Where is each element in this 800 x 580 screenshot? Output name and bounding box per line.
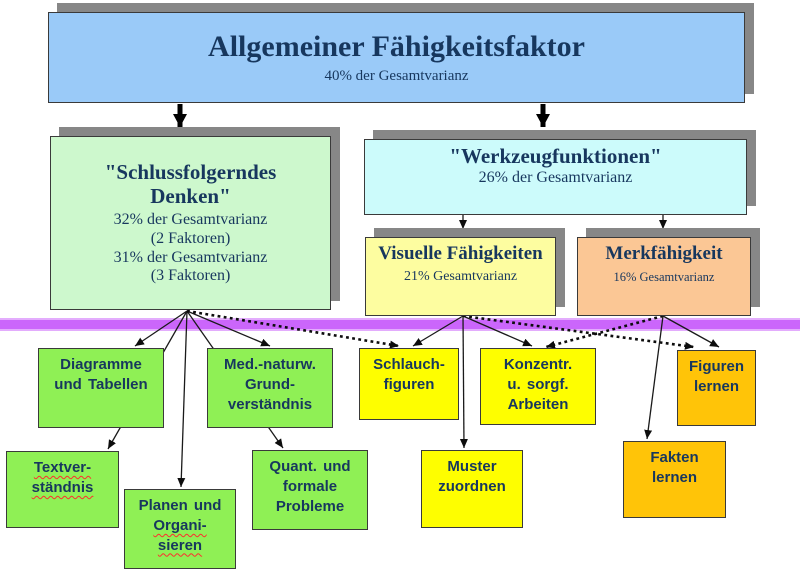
node-general-ability-factor: Allgemeiner Fähigkeitsfaktor 40% der Ges… [48,12,745,103]
node-muster-zuordnen: Muster zuordnen [421,450,523,528]
leaf-label-line: figuren [383,375,435,393]
leaf-label-line: Planen und [138,497,222,514]
variance-line: 32% der Gesamtvarianz [113,211,268,229]
leaf-label-line: sieren [157,536,203,554]
leaf-label-line: verständnis [227,395,313,413]
leaf-label-line: Textver- [33,459,92,476]
leaf-label-line: Grund- [245,375,295,393]
leaf-label-line: ständnis [31,478,94,496]
node-konzentriertes-arbeiten: Konzentr. u. sorgf. Arbeiten [480,348,596,425]
node-quantitative-formale-probleme: Quant. und formale Probleme [252,450,368,530]
leaf-label-line: Figuren [689,358,744,375]
edge-visuell-muster [459,315,468,449]
node-textverstaendnis: Textver- ständnis [6,451,119,528]
node-subtitle: 40% der Gesamtvarianz [324,68,469,84]
leaf-label-line: zuordnen [438,477,506,495]
node-subtitle: 21% Gesamtvarianz [403,269,518,284]
node-title: Merkfähigkeit [605,243,723,264]
variance-line: 31% der Gesamtvarianz [113,248,268,266]
node-fakten-lernen: Fakten lernen [623,441,726,518]
leaf-label-line: Organi- [153,516,207,534]
node-figuren-lernen: Figuren lernen [677,350,756,426]
variance-line: (3 Faktoren) [150,267,231,285]
node-title: "Werkzeugfunktionen" [449,144,662,168]
leaf-label-line: lernen [651,468,697,486]
edge-schluss-planen [177,310,188,488]
leaf-label-line: Muster [447,458,497,475]
leaf-label-line: und Tabellen [54,375,148,393]
node-title: Visuelle Fähigkeiten [378,243,543,264]
node-med-naturw-grundverstaendnis: Med.-naturw. Grund- verständnis [207,348,333,428]
leaf-label-line: Diagramme [60,356,142,373]
node-subtitle: 16% Gesamtvarianz [613,270,715,284]
leaf-label-line: Med.-naturw. [224,356,316,373]
leaf-label-line: formale [282,477,338,495]
node-merkfaehigkeit: Merkfähigkeit 16% Gesamtvarianz [577,237,751,316]
node-diagramme-und-tabellen: Diagramme und Tabellen [38,348,164,428]
node-schlauchfiguren: Schlauch- figuren [359,348,459,420]
node-title: "Schlussfolgerndes Denken" [104,159,277,209]
node-planen-und-organisieren: Planen und Organi- sieren [124,489,236,569]
node-schlussfolgerndes-denken: "Schlussfolgerndes Denken" 32% der Gesam… [50,136,331,310]
leaf-label-line: Quant. und [269,458,351,475]
node-werkzeugfunktionen: "Werkzeugfunktionen" 26% der Gesamtvaria… [364,139,747,215]
variance-line: (2 Faktoren) [150,229,231,247]
divider-band [0,318,800,331]
leaf-label-line: Arbeiten [507,395,569,413]
edge-merk-fakten [644,315,664,440]
leaf-label-line: Konzentr. [503,356,573,373]
leaf-label-line: lernen [693,377,739,395]
leaf-label-line: Schlauch- [373,356,445,373]
leaf-label-line: Fakten [650,449,699,466]
leaf-label-line: u. sorgf. [507,375,569,393]
node-visuelle-faehigkeiten: Visuelle Fähigkeiten 21% Gesamtvarianz [365,237,556,316]
node-subtitle: 26% der Gesamtvarianz [478,169,633,187]
node-title: Allgemeiner Fähigkeitsfaktor [208,30,585,63]
leaf-label-line: Probleme [275,497,345,515]
